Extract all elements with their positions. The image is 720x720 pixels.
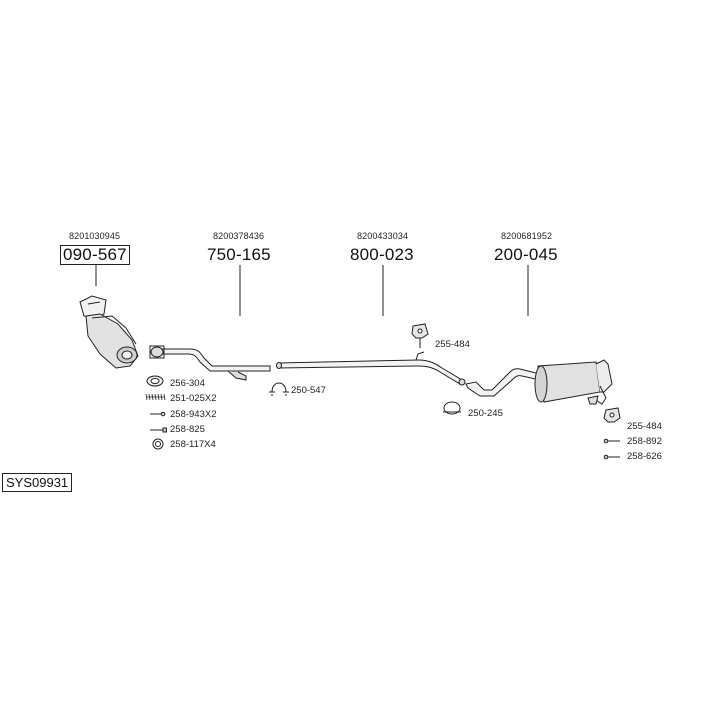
- bolt-icon-d: [603, 454, 620, 460]
- middle-pipe: [276, 351, 466, 386]
- clamp-icon-b: [443, 401, 461, 415]
- label-hanger-a[interactable]: 255-484: [435, 339, 470, 350]
- oe-number-3: 8200433034: [357, 231, 409, 241]
- system-id: SYS09931: [2, 473, 73, 492]
- hanger-icon-b: [603, 407, 621, 423]
- label-gasket[interactable]: 256-304: [170, 378, 205, 389]
- oe-number-2: 8200378436: [213, 231, 265, 241]
- front-pipe: [149, 345, 271, 381]
- bolt-icon-c: [603, 438, 620, 444]
- part-number-4[interactable]: 200-045: [494, 245, 558, 264]
- label-bolt-d[interactable]: 258-626: [627, 451, 662, 462]
- label-clamp-a[interactable]: 250-547: [291, 385, 326, 396]
- oe-number-1: 8201030945: [69, 231, 121, 241]
- label-hanger-b[interactable]: 255-484: [627, 421, 662, 432]
- spring-icon: [145, 393, 166, 401]
- label-bolt-a[interactable]: 258-943X2: [170, 409, 217, 420]
- label-spring[interactable]: 251-025X2: [170, 393, 217, 404]
- clamp-icon-a: [269, 382, 289, 396]
- label-clamp-b[interactable]: 250-245: [468, 408, 503, 419]
- label-ring[interactable]: 258-117X4: [170, 439, 216, 450]
- bolt-icon-b: [150, 427, 167, 433]
- bolt-icon-a: [150, 411, 166, 417]
- oe-number-4: 8200681952: [501, 231, 553, 241]
- rear-silencer: [465, 359, 613, 405]
- hanger-icon-a: [411, 323, 429, 348]
- ring-icon: [152, 438, 164, 450]
- part-number-3[interactable]: 800-023: [350, 245, 414, 264]
- part-number-1[interactable]: 090-567: [60, 245, 130, 265]
- catalytic-converter: [79, 295, 139, 369]
- part-number-2[interactable]: 750-165: [207, 245, 271, 264]
- label-bolt-b[interactable]: 258-825: [170, 424, 205, 435]
- gasket-icon: [146, 375, 164, 387]
- label-bolt-c[interactable]: 258-892: [627, 436, 662, 447]
